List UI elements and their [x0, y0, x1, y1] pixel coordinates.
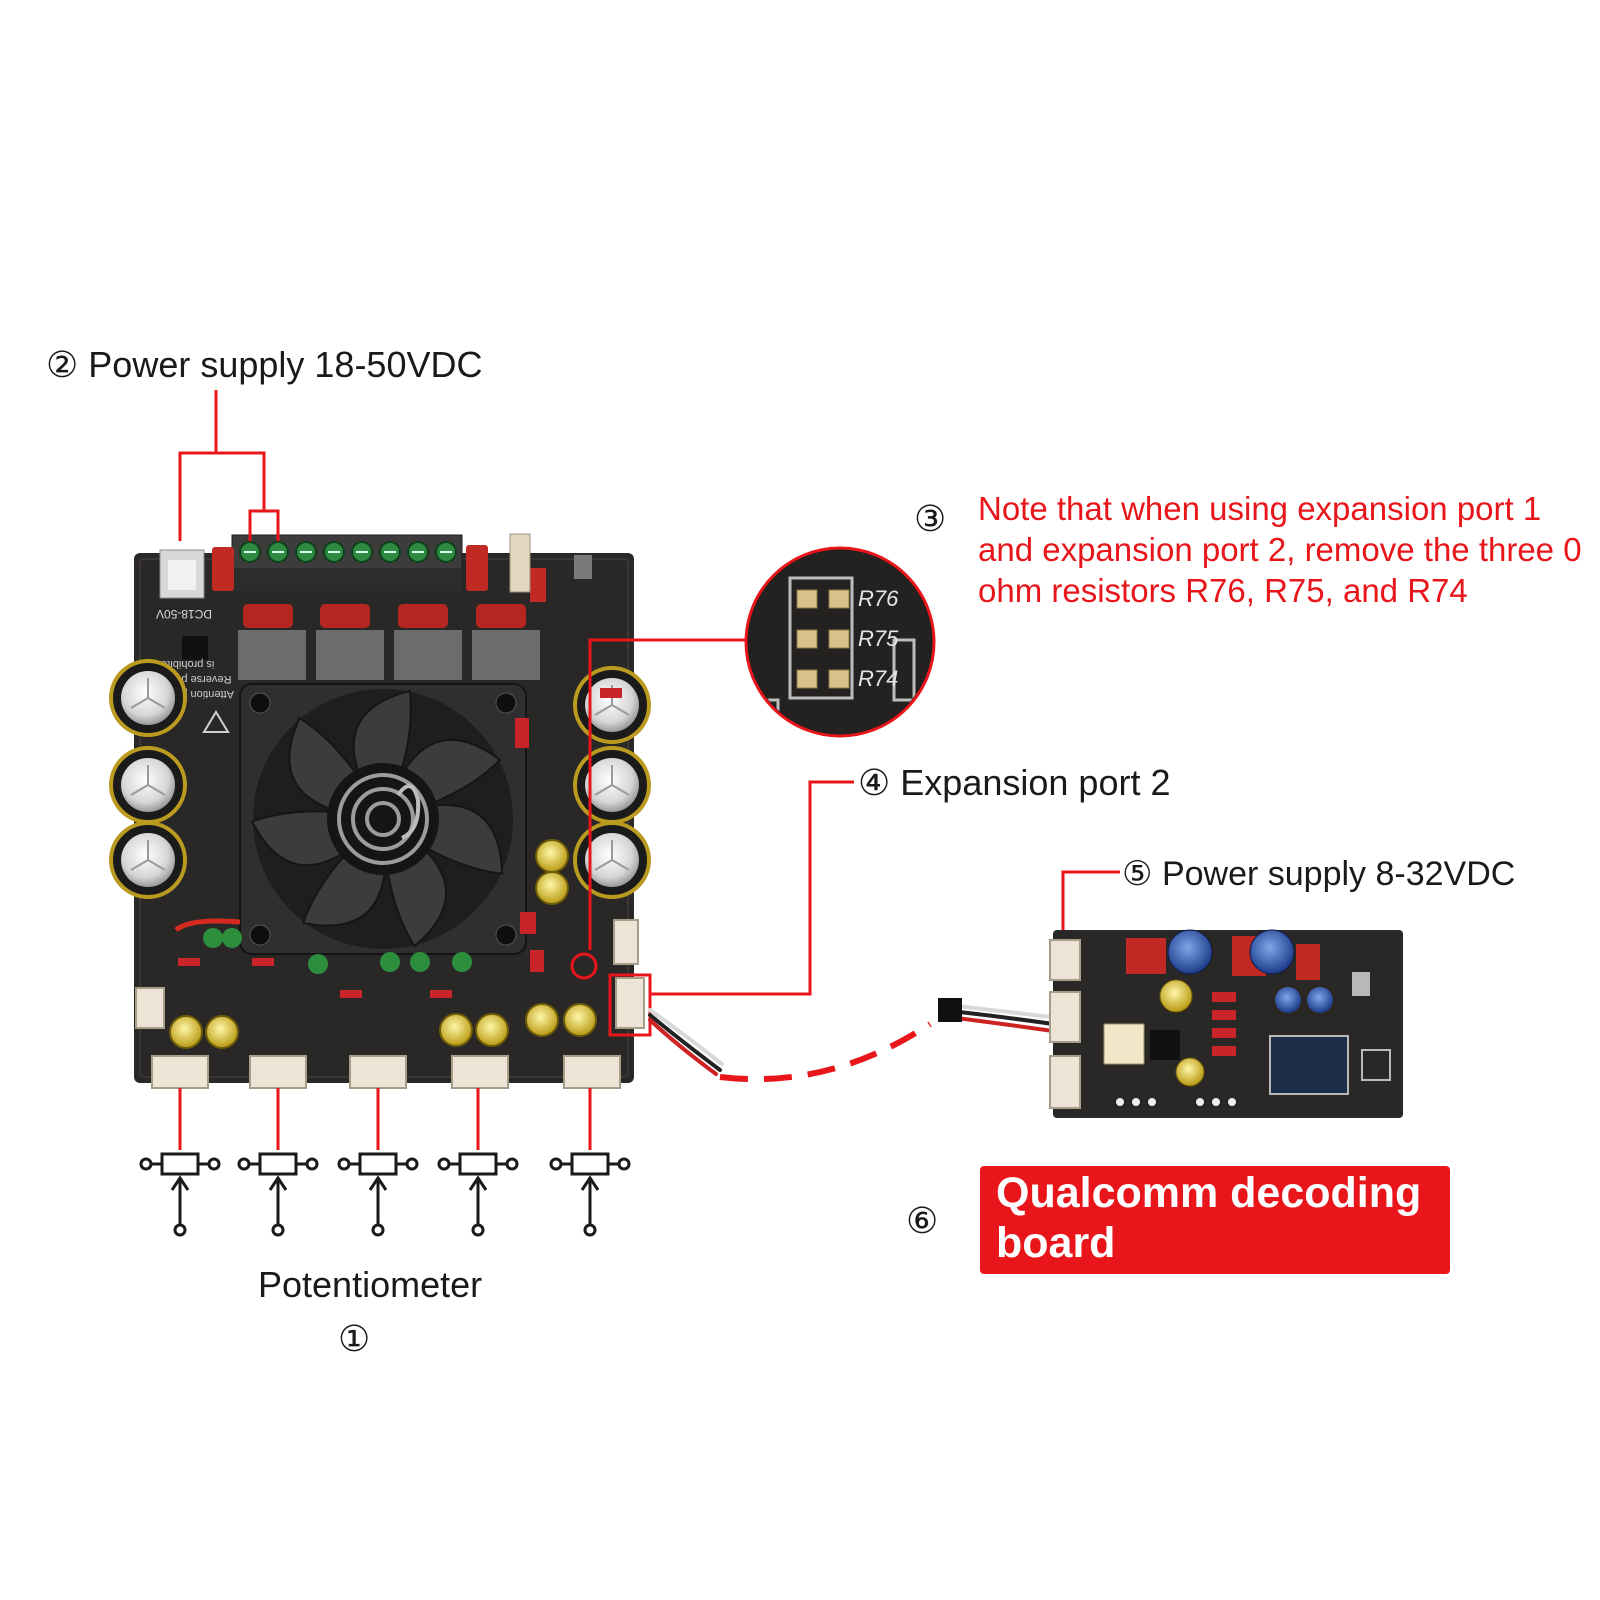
pot-terminal-left — [549, 1157, 563, 1171]
zoom-label-r76: R76 — [858, 586, 899, 611]
pot-terminal-right — [207, 1157, 221, 1171]
decoder-title: Qualcomm decoding board — [996, 1169, 1422, 1267]
board-dc-label: DC18-50V — [156, 607, 212, 621]
pot-terminal-right — [617, 1157, 631, 1171]
pot-terminal-wiper — [173, 1223, 187, 1237]
pot-terminal-wiper — [271, 1223, 285, 1237]
smd-parts — [178, 688, 622, 998]
number-3: ③ — [914, 499, 947, 540]
pot-arrow — [268, 1175, 288, 1191]
potentiometer-symbol — [549, 1152, 631, 1237]
pot-terminal-left — [237, 1157, 251, 1171]
decoder-jst-connectors — [1049, 939, 1081, 1109]
jst-connector — [249, 1055, 307, 1089]
pot-arrow — [368, 1175, 388, 1191]
pot-body — [160, 1152, 200, 1176]
capacitor-vent — [130, 765, 166, 796]
pot-terminal-left — [139, 1157, 153, 1171]
potentiometer-symbol — [437, 1152, 519, 1237]
decoder-title-box: Qualcomm decoding board — [980, 1166, 1450, 1274]
decoder-connector — [1049, 991, 1081, 1043]
small-capacitor — [535, 871, 569, 905]
pot-terminal-right — [405, 1157, 419, 1171]
zoom-detail: R76 R75 R74 — [744, 546, 936, 738]
jst-connector — [135, 987, 165, 1029]
small-capacitor — [535, 839, 569, 873]
jst-connector — [349, 1055, 407, 1089]
capacitor-vent — [130, 678, 166, 709]
pot-body — [258, 1152, 298, 1176]
amplifier-board: DC18-50V — [109, 533, 651, 1089]
potentiometer-symbols — [139, 1152, 631, 1237]
pot-terminal-right — [305, 1157, 319, 1171]
expansion-port-label: ④ Expansion port 2 — [858, 762, 1171, 804]
zoom-label-r74: R74 — [858, 666, 898, 691]
decoder-number: ⑥ — [906, 1200, 938, 1242]
pot-arrow — [580, 1175, 600, 1191]
potentiometer-symbol — [337, 1152, 419, 1237]
jst-connector — [451, 1055, 509, 1089]
dc-jack — [159, 549, 208, 660]
terminal-block — [231, 534, 463, 591]
film-capacitors — [212, 545, 546, 628]
small-capacitor — [525, 1003, 559, 1037]
pot-arrow — [468, 1175, 488, 1191]
small-capacitor — [563, 1003, 597, 1037]
potentiometer-label: Potentiometer — [258, 1264, 483, 1305]
jst-connector — [563, 1055, 621, 1089]
pot-terminal-left — [337, 1157, 351, 1171]
number-4: ④ — [858, 763, 891, 804]
decoder-connector — [1049, 1055, 1081, 1109]
small-capacitor — [169, 1015, 203, 1049]
pot-terminal-wiper — [583, 1223, 597, 1237]
ribbon-cable — [648, 998, 1062, 1076]
capacitor-vent — [594, 765, 630, 796]
small-capacitor — [205, 1015, 239, 1049]
pot-terminal-wiper — [471, 1223, 485, 1237]
number-1: ① — [338, 1319, 371, 1360]
decoder-connector — [1049, 939, 1081, 981]
potentiometer-symbol — [139, 1152, 221, 1237]
pot-body — [358, 1152, 398, 1176]
number-5: ⑤ — [1122, 854, 1153, 894]
power-supply-main-label: ② Power supply 18-50VDC — [46, 344, 483, 386]
note-number: ③ — [914, 498, 946, 540]
pot-body — [458, 1152, 498, 1176]
resistor-note: Note that when using expansion port 1 an… — [978, 490, 1582, 609]
dashed-cable — [719, 1021, 932, 1083]
potentiometer-number: ① — [338, 1318, 370, 1360]
capacitor-vent — [594, 840, 630, 871]
pot-terminal-wiper — [371, 1223, 385, 1237]
number-6: ⑥ — [906, 1201, 939, 1242]
small-capacitor — [439, 1013, 473, 1047]
potentiometer-symbol — [237, 1152, 319, 1237]
capacitor-vent — [130, 840, 166, 871]
jst-connector — [615, 977, 645, 1029]
decoding-board — [1053, 929, 1403, 1118]
power-supply-decoder-label: ⑤ Power supply 8-32VDC — [1122, 854, 1516, 894]
inductors — [238, 630, 540, 680]
callout-lines — [178, 390, 1120, 1150]
pot-terminal-right — [505, 1157, 519, 1171]
terminal-screws — [239, 541, 457, 563]
small-capacitors — [169, 839, 597, 1049]
jst-connector — [613, 919, 639, 965]
pot-arrow — [170, 1175, 190, 1191]
electrolytic-capacitors — [109, 659, 651, 899]
small-capacitor — [475, 1013, 509, 1047]
number-2: ② — [46, 345, 79, 386]
pot-terminal-left — [437, 1157, 451, 1171]
green-capacitors — [203, 928, 472, 974]
pot-body — [570, 1152, 610, 1176]
cooling-fan — [239, 683, 527, 955]
zoom-label-r75: R75 — [858, 626, 899, 651]
jst-connector — [151, 1055, 209, 1089]
